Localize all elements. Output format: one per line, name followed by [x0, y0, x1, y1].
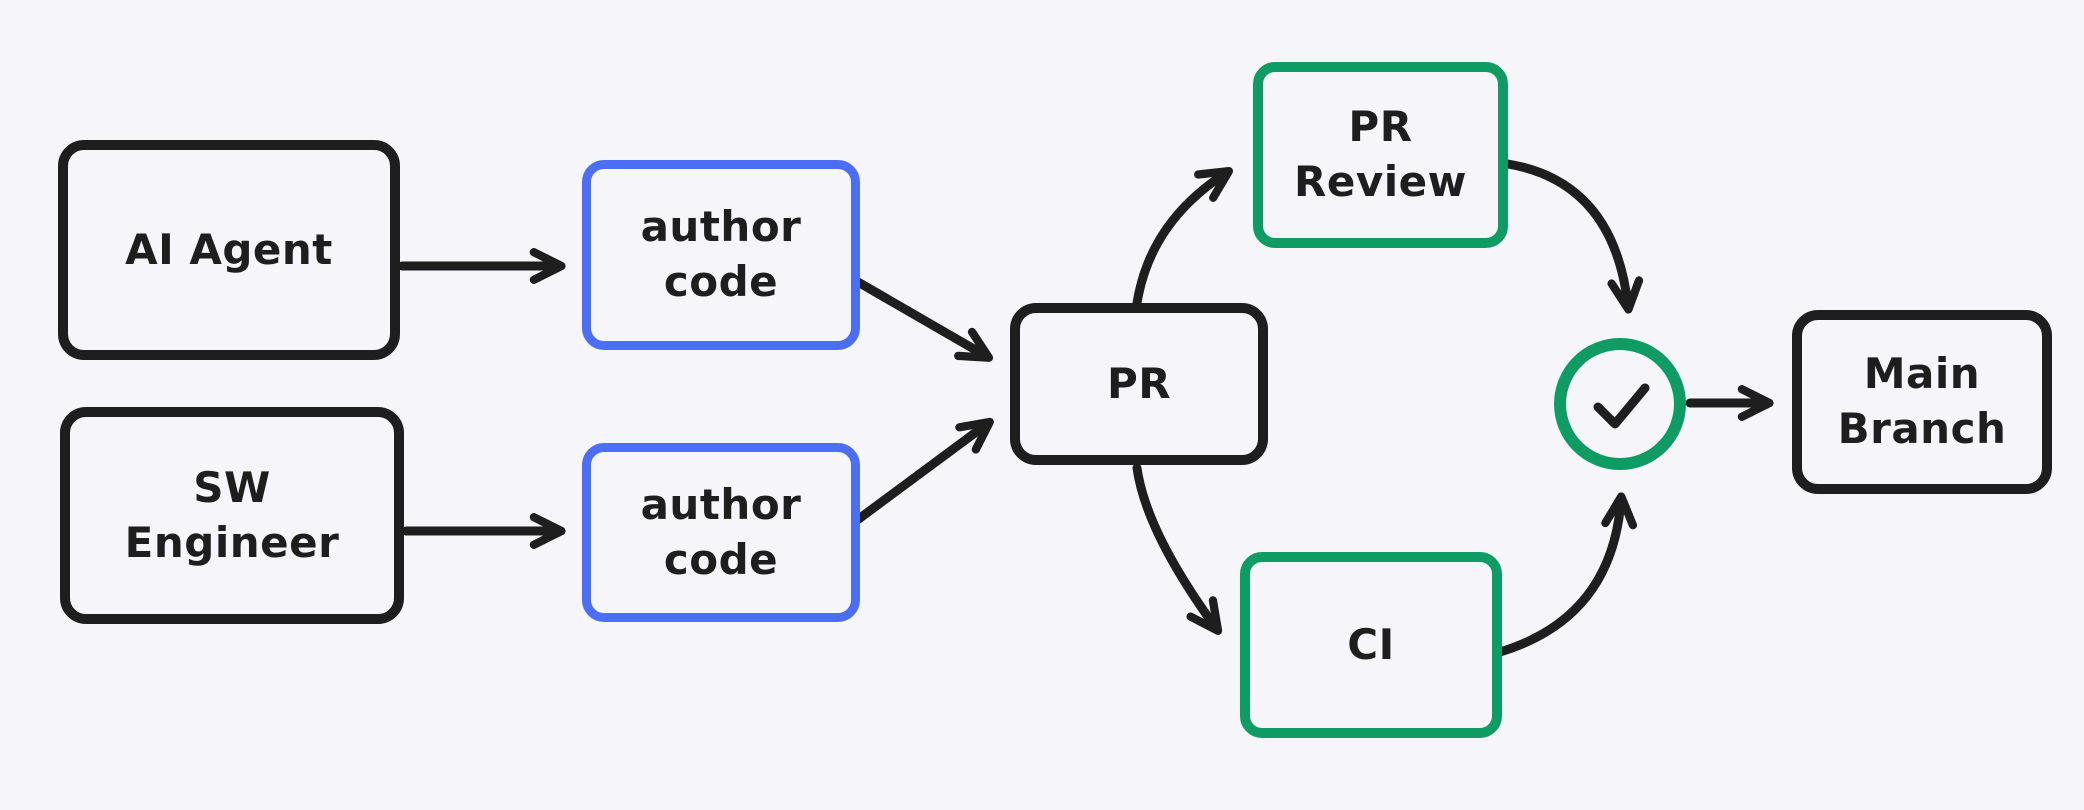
edge-author-code-bottom-to-pr[interactable] — [851, 417, 994, 526]
node-main-branch-label: Main Branch — [1837, 349, 2007, 453]
node-pr-label: PR — [1106, 358, 1172, 408]
node-pr-review-label: PR Review — [1294, 102, 1467, 206]
edge-pr-to-ci[interactable] — [1132, 463, 1223, 635]
node-ai-agent-label: AI Agent — [125, 224, 333, 274]
node-author-code-bottom-label: author code — [640, 479, 802, 584]
node-author-code-top[interactable]: author code — [582, 160, 860, 350]
node-author-code-top-label: author code — [640, 202, 802, 306]
node-ci-label: CI — [1347, 619, 1395, 669]
edge-ci-to-approval[interactable] — [1495, 492, 1638, 657]
node-main-branch[interactable]: Main Branch — [1792, 310, 2052, 494]
node-author-code-bottom[interactable]: author code — [582, 443, 860, 622]
edge-pr-review-to-approval[interactable] — [1503, 159, 1644, 314]
node-pr[interactable]: PR — [1010, 303, 1268, 465]
node-pr-review[interactable]: PR Review — [1253, 62, 1508, 248]
node-sw-engineer[interactable]: SW Engineer — [60, 407, 404, 624]
node-ai-agent[interactable]: AI Agent — [58, 140, 400, 360]
node-ci[interactable]: CI — [1240, 552, 1502, 738]
check-icon — [1593, 383, 1650, 429]
edge-pr-to-pr-review[interactable] — [1132, 166, 1234, 308]
node-sw-engineer-label: SW Engineer — [124, 462, 340, 567]
node-approval[interactable] — [1554, 338, 1686, 470]
edge-author-code-top-to-pr[interactable] — [853, 277, 994, 362]
